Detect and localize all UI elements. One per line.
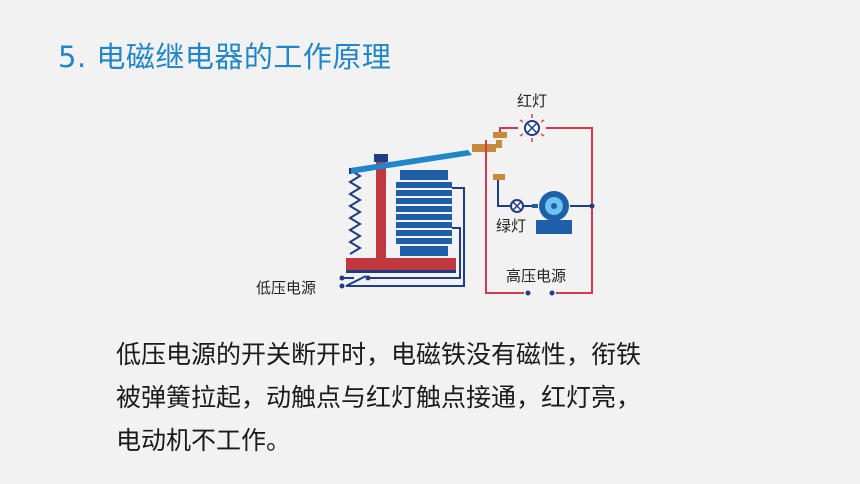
green-lamp-label: 绿灯 [496,217,526,235]
red-lamp-label: 红灯 [517,92,547,110]
electromagnet-core [400,170,448,180]
spring [348,169,362,255]
explanation-line: 电动机不工作。 [116,426,292,455]
relay-base [346,258,456,270]
high-voltage-label: 高压电源 [506,267,566,285]
green-lamp-icon [510,199,524,213]
moving-contact [472,144,496,152]
coil [396,182,452,244]
explanation-line: 低压电源的开关断开时，电磁铁没有磁性，衔铁 [116,340,642,369]
low-voltage-label: 低压电源 [256,279,316,297]
armature-post [376,158,386,258]
green-contact [493,174,505,180]
slide-title: 5. 电磁继电器的工作原理 [58,40,392,74]
motor-icon [532,191,572,234]
red-contact [493,132,507,138]
relay-diagram: 红灯 绿灯 高压电源 低压电源 [250,88,610,303]
explanation-text: 低压电源的开关断开时，电磁铁没有磁性，衔铁 被弹簧拉起，动触点与红灯触点接通，红… [116,333,736,462]
red-lamp-icon [519,114,545,142]
explanation-line: 被弹簧拉起，动触点与红灯触点接通，红灯亮， [116,383,642,412]
armature-lever [350,150,472,174]
low-voltage-switch [345,275,367,287]
